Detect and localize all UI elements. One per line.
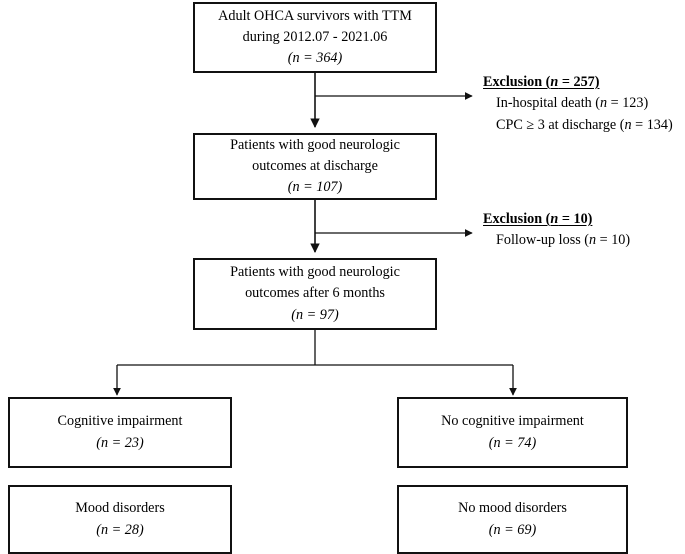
- node-line: Patients with good neurologic: [230, 136, 400, 153]
- exclusion-block-2: Exclusion (n = 10) Follow-up loss (n = 1…: [483, 209, 630, 252]
- node-enrolled-cohort: Adult OHCA survivors with TTM during 201…: [193, 2, 437, 73]
- node-no-mood-disorders: No mood disorders (n = 69): [397, 485, 628, 554]
- node-count: (n = 23): [96, 434, 144, 451]
- exclusion-item: In-hospital death (n = 123): [496, 95, 649, 112]
- exclusion-item: Follow-up loss (n = 10): [496, 232, 631, 249]
- node-line: Patients with good neurologic: [230, 264, 400, 281]
- node-line: outcomes after 6 months: [245, 285, 385, 302]
- node-count: (n = 69): [488, 521, 537, 538]
- node-count: (n = 28): [96, 521, 144, 538]
- node-count: (n = 364): [287, 50, 343, 66]
- node-no-cognitive-impairment: No cognitive impairment (n = 74): [397, 397, 628, 468]
- exclusion-title: Exclusion (n = 10): [483, 211, 593, 227]
- node-count: (n = 74): [488, 434, 537, 451]
- node-line: during 2012.07 - 2021.06: [242, 28, 388, 45]
- node-line: Cognitive impairment: [57, 413, 183, 430]
- node-cognitive-impairment: Cognitive impairment (n = 23): [8, 397, 232, 468]
- node-count: (n = 97): [291, 306, 339, 323]
- exclusion-block-1: Exclusion (n = 257) In-hospital death (n…: [483, 72, 673, 136]
- node-line: outcomes at discharge: [252, 158, 378, 174]
- node-count: (n = 107): [287, 179, 343, 196]
- node-line: Adult OHCA survivors with TTM: [218, 7, 412, 24]
- node-line: No cognitive impairment: [441, 413, 584, 430]
- node-good-outcome-discharge: Patients with good neurologic outcomes a…: [193, 133, 437, 200]
- exclusion-item: CPC ≥ 3 at discharge (n = 134): [496, 116, 673, 133]
- exclusion-title: Exclusion (n = 257): [483, 74, 600, 90]
- node-good-outcome-six-months: Patients with good neurologic outcomes a…: [193, 258, 437, 330]
- node-line: Mood disorders: [75, 500, 165, 517]
- node-mood-disorders: Mood disorders (n = 28): [8, 485, 232, 554]
- node-line: No mood disorders: [458, 500, 567, 517]
